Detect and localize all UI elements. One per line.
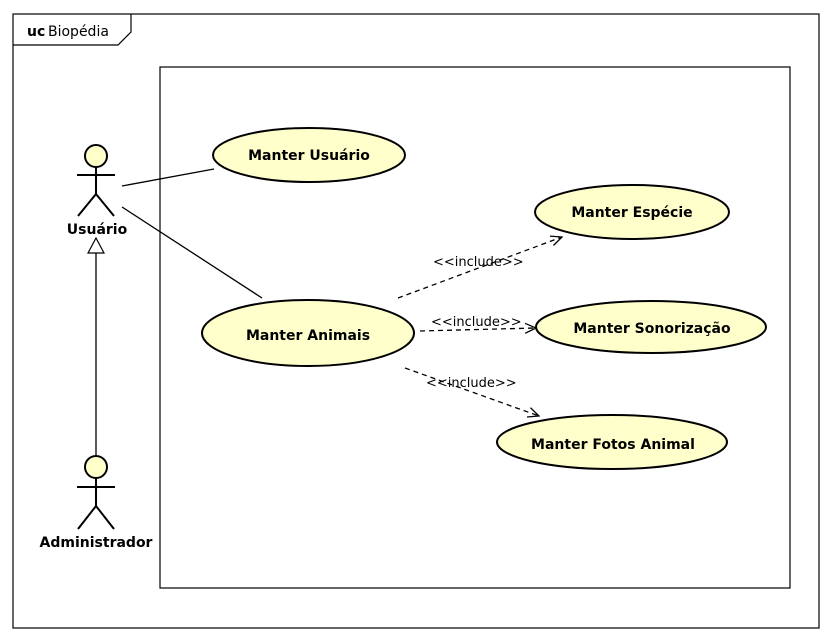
use-case-label: Manter Usuário: [248, 148, 370, 164]
generalization-arrowhead: [87, 236, 105, 254]
use-case-label: Manter Sonorização: [573, 321, 731, 337]
use-case-manter-fotos-animal[interactable]: Manter Fotos Animal: [496, 414, 728, 470]
use-case-label: Manter Fotos Animal: [531, 437, 695, 453]
include-arrow-sonorizacao: [419, 328, 536, 331]
actor-usuario[interactable]: Usuário: [67, 144, 128, 238]
actor-label-administrador: Administrador: [40, 535, 153, 551]
diagram-frame: [12, 13, 820, 629]
system-boundary: [159, 66, 791, 589]
use-case-manter-usuario[interactable]: Manter Usuário: [212, 127, 406, 183]
include-label-especie: <<include>>: [433, 255, 524, 270]
include-arrow-especie: [397, 237, 562, 299]
include-label-sonorizacao: <<include>>: [431, 315, 522, 330]
actor-head-icon: [84, 455, 108, 479]
actor-administrador[interactable]: Administrador: [40, 455, 153, 551]
use-case-manter-sonorizacao[interactable]: Manter Sonorização: [535, 300, 767, 354]
frame-keyword: uc: [27, 24, 45, 40]
actor-head-icon: [84, 144, 108, 168]
use-case-manter-especie[interactable]: Manter Espécie: [534, 184, 730, 240]
use-case-label: Manter Espécie: [571, 205, 692, 221]
frame-tab: [13, 14, 132, 46]
include-label-fotos: <<include>>: [426, 376, 517, 391]
association-usuario-manter-usuario: [121, 168, 215, 187]
frame-title: Biopédia: [48, 24, 109, 40]
use-case-manter-animais[interactable]: Manter Animais: [201, 299, 415, 367]
association-usuario-manter-animais: [121, 206, 263, 299]
include-arrow-fotos: [404, 367, 539, 416]
use-case-label: Manter Animais: [246, 328, 370, 344]
actor-label-usuario: Usuário: [67, 222, 128, 238]
